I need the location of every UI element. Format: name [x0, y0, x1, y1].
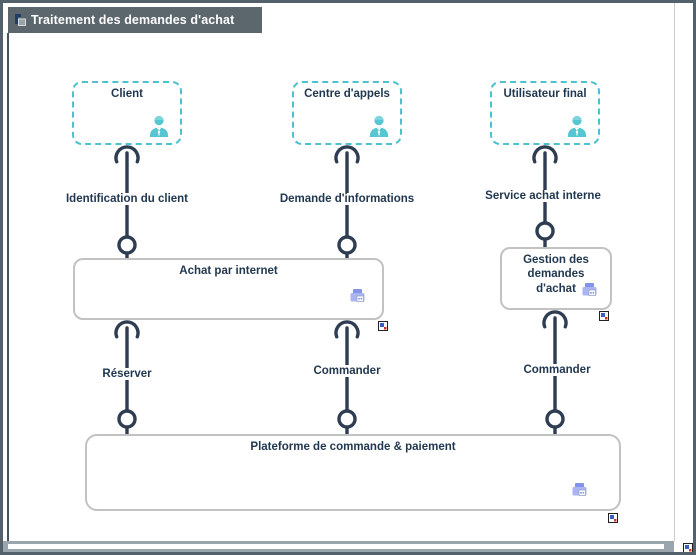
person-icon: [149, 115, 169, 137]
connector-demande-d-informations[interactable]: [334, 145, 360, 260]
connector-commander-2[interactable]: [542, 310, 568, 436]
computer-icon: [572, 483, 587, 496]
application-node-achat-par-internet[interactable]: Achat par internet: [73, 258, 384, 320]
person-icon: [567, 115, 587, 137]
submodel-marker-icon[interactable]: [599, 311, 609, 321]
interface-label-commander-1[interactable]: Commander: [310, 365, 384, 377]
computer-icon: [582, 283, 597, 296]
diagram-title: Traitement des demandes d'achat: [31, 13, 235, 27]
diagram-icon: [15, 14, 26, 26]
application-label: Gestion des demandes d'achat: [523, 254, 589, 295]
submodel-marker-icon[interactable]: [683, 543, 693, 553]
vertical-scrollbar-track-edge: [674, 3, 675, 541]
application-node-gestion-des-demandes[interactable]: Gestion des demandes d'achat: [500, 247, 612, 310]
connector-identification-du-client[interactable]: [114, 145, 140, 260]
actor-node-utilisateur-final[interactable]: Utilisateur final: [490, 81, 600, 145]
application-label: Achat par internet: [179, 265, 278, 277]
interface-label-identification-du-client[interactable]: Identification du client: [62, 193, 192, 205]
actor-label: Client: [111, 88, 143, 100]
actor-label: Centre d'appels: [304, 88, 390, 100]
interface-label-commander-2[interactable]: Commander: [520, 364, 594, 376]
person-icon: [369, 115, 389, 137]
application-label: Plateforme de commande & paiement: [250, 441, 456, 453]
diagram-title-bar: Traitement des demandes d'achat: [8, 7, 262, 33]
connector-commander-1[interactable]: [334, 320, 360, 436]
horizontal-scrollbar-thumb[interactable]: [8, 544, 664, 549]
interface-label-service-achat-interne[interactable]: Service achat interne: [482, 190, 604, 202]
interface-label-demande-d-informations[interactable]: Demande d'informations: [276, 193, 418, 205]
canvas-left-edge: [7, 33, 9, 541]
computer-icon: [350, 289, 365, 302]
connector-reserver[interactable]: [114, 320, 140, 436]
actor-label: Utilisateur final: [503, 88, 587, 100]
interface-label-reserver[interactable]: Réserver: [99, 368, 155, 380]
submodel-marker-icon[interactable]: [608, 513, 618, 523]
actor-node-centre-d-appels[interactable]: Centre d'appels: [292, 81, 402, 145]
application-node-plateforme-commande-paiement[interactable]: Plateforme de commande & paiement: [85, 434, 621, 511]
horizontal-scrollbar[interactable]: [3, 541, 674, 552]
submodel-marker-icon[interactable]: [378, 321, 388, 331]
actor-node-client[interactable]: Client: [72, 81, 182, 145]
